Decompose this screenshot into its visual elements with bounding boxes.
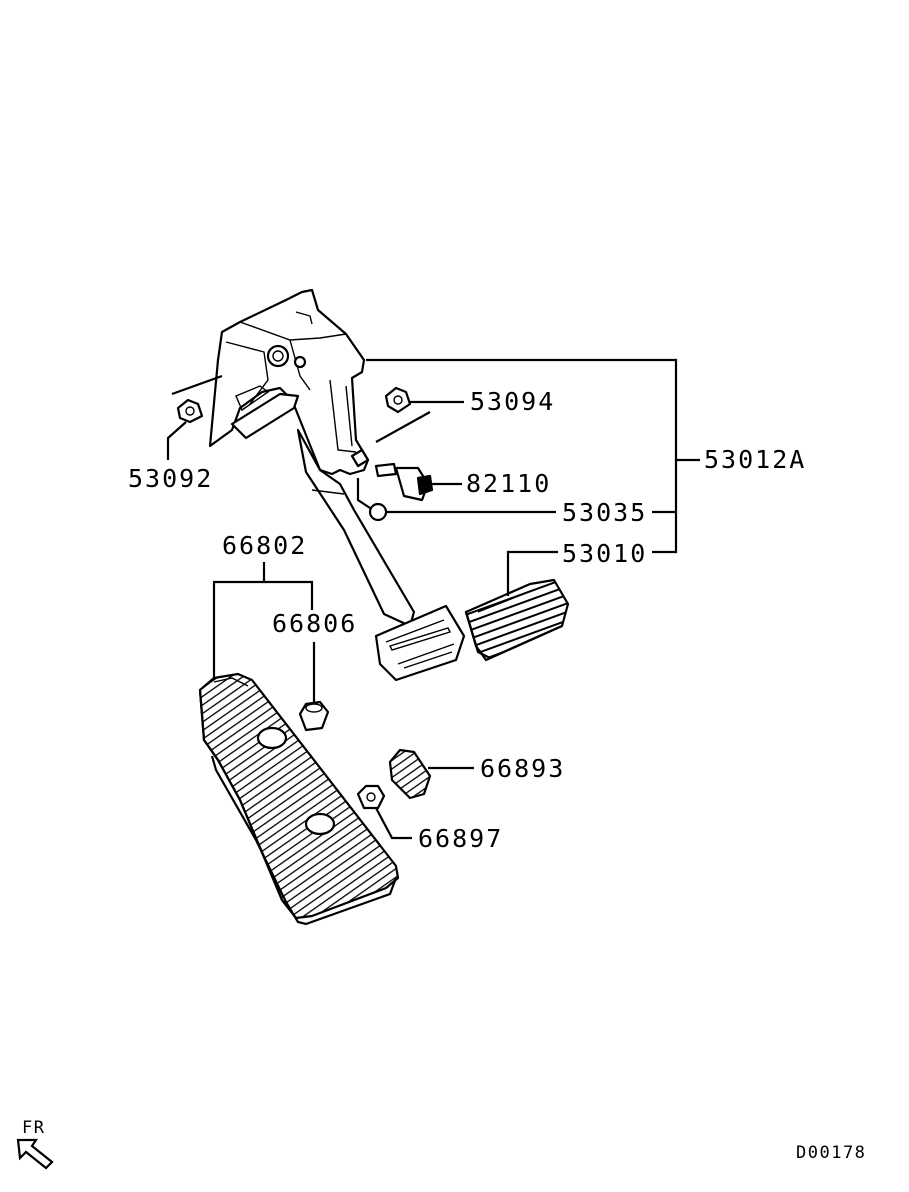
label-82110: 82110 (466, 469, 551, 498)
label-53092: 53092 (128, 464, 213, 493)
label-66897: 66897 (418, 824, 503, 853)
brake-pedal-pad (464, 578, 570, 662)
label-53012A: 53012A (704, 445, 806, 474)
front-label: FR (22, 1118, 45, 1138)
pedal-pad-66893 (388, 748, 432, 800)
front-direction-arrow-icon (16, 1138, 54, 1170)
accelerator-pedal (198, 672, 400, 926)
label-66806: 66806 (272, 609, 357, 638)
label-66802: 66802 (222, 531, 307, 560)
brake-pedal-assembly (208, 288, 466, 682)
stop-light-switch (374, 462, 434, 502)
label-53010: 53010 (562, 539, 647, 568)
leader-lines (166, 358, 700, 840)
label-66893: 66893 (480, 754, 565, 783)
diagram-code: D00178 (796, 1143, 866, 1163)
label-53035: 53035 (562, 498, 647, 527)
nut-53094 (384, 386, 412, 414)
label-53094: 53094 (470, 387, 555, 416)
bolt-66897 (356, 784, 386, 810)
nut-53092 (176, 398, 204, 424)
pedal-stopper-66806 (298, 700, 330, 732)
